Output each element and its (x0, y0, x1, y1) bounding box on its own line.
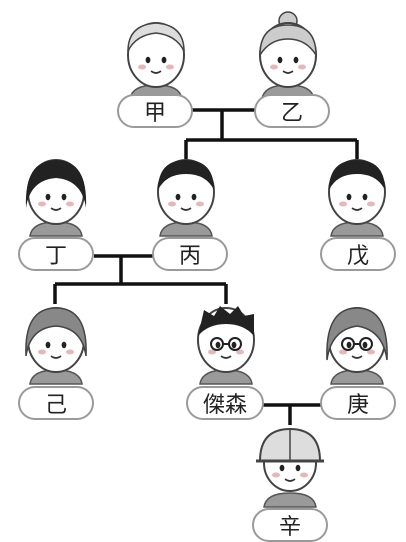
person-label-jia: 甲 (117, 94, 193, 128)
person-label-xin: 辛 (252, 508, 328, 542)
person-label-bing: 丙 (152, 237, 228, 271)
person-label-ji: 己 (18, 386, 94, 420)
man-icon (157, 159, 215, 237)
man-icon (328, 159, 386, 237)
person-label-jiesen: 傑森 (186, 386, 264, 420)
person-label-geng: 庚 (320, 386, 396, 420)
woman-icon (25, 159, 87, 237)
connector-lines (53, 108, 359, 425)
elderly-woman-icon (259, 11, 317, 100)
person-label-ding: 丁 (18, 237, 94, 271)
woman-with-glasses-icon (326, 307, 388, 385)
woman-icon (25, 307, 87, 385)
elderly-man-icon (127, 22, 185, 100)
man-with-glasses-icon (197, 306, 255, 385)
person-label-wu: 戊 (320, 237, 396, 271)
child-with-cap-icon (256, 427, 324, 508)
person-label-yi: 乙 (254, 94, 330, 128)
